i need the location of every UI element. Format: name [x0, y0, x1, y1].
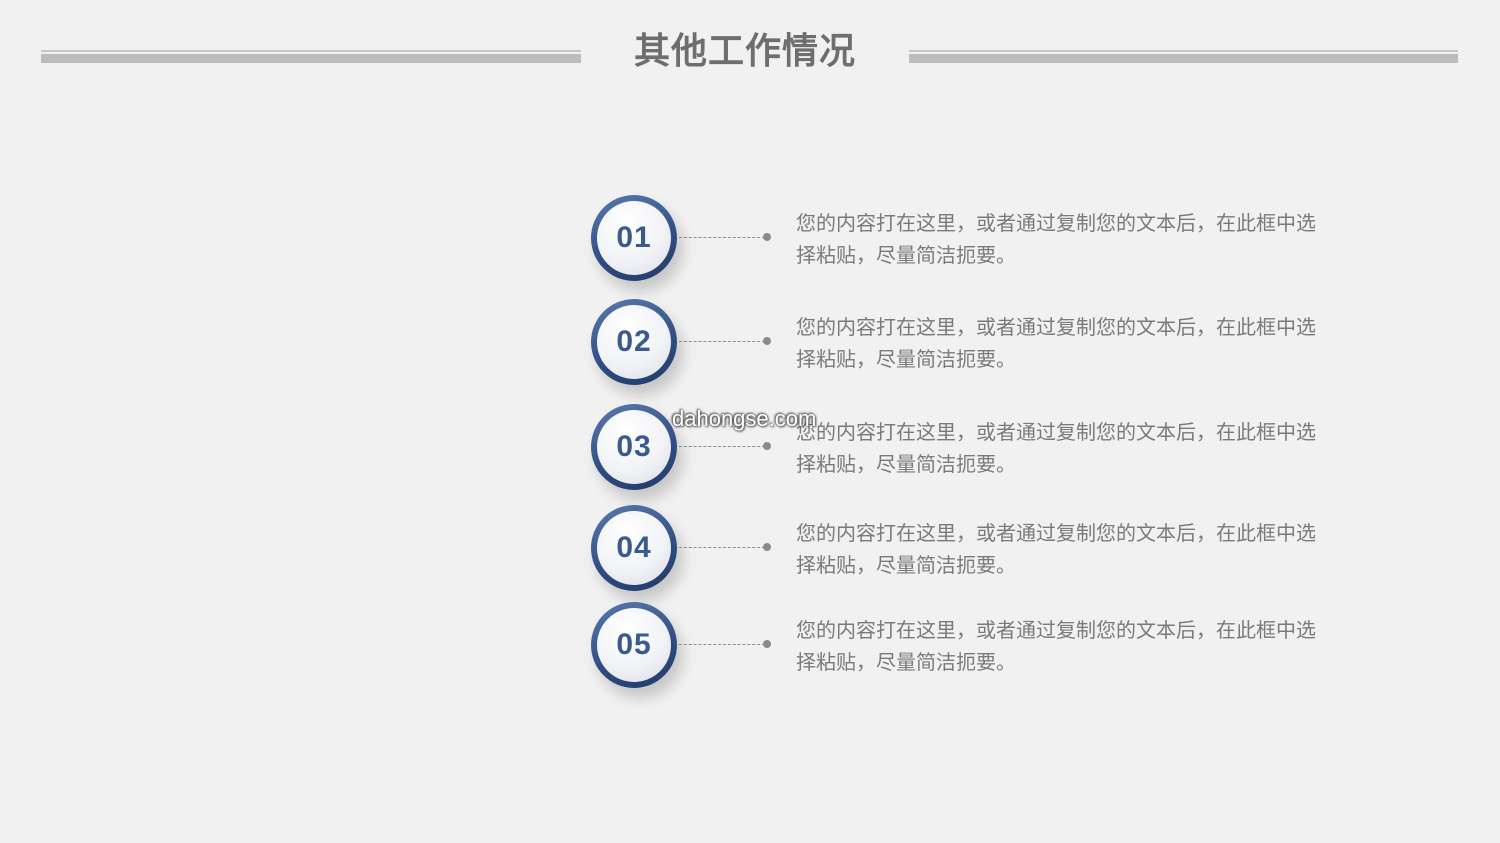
number-badge-inner: 01 [597, 201, 671, 275]
item-description: 您的内容打在这里，或者通过复制您的文本后，在此框中选择粘贴，尽量简洁扼要。 [796, 521, 1316, 577]
title-rule-thick [909, 54, 1458, 63]
dashed-connector [679, 237, 765, 238]
list-item-01: 01 您的内容打在这里，或者通过复制您的文本后，在此框中选择粘贴，尽量简洁扼要。 [591, 195, 1351, 285]
connector-dot [763, 543, 771, 551]
title-rule-thick [41, 54, 581, 63]
title-rule-thin [41, 50, 581, 52]
watermark-text: dahongse.com [672, 406, 817, 431]
list-item-02: 02 您的内容打在这里，或者通过复制您的文本后，在此框中选择粘贴，尽量简洁扼要。 [591, 299, 1351, 389]
dashed-connector [679, 547, 765, 548]
connector-dot [763, 640, 771, 648]
dashed-connector [679, 446, 765, 447]
list-item-05: 05 您的内容打在这里，或者通过复制您的文本后，在此框中选择粘贴，尽量简洁扼要。 [591, 602, 1351, 692]
number-badge-inner: 02 [597, 305, 671, 379]
number-badge: 01 [591, 195, 677, 281]
number-badge: 04 [591, 505, 677, 591]
list-item-04: 04 您的内容打在这里，或者通过复制您的文本后，在此框中选择粘贴，尽量简洁扼要。 [591, 505, 1351, 595]
badge-number: 02 [616, 325, 652, 358]
title-decoration-right [909, 50, 1458, 64]
number-badge-inner: 04 [597, 511, 671, 585]
title-rule-thin [909, 50, 1458, 52]
item-description: 您的内容打在这里，或者通过复制您的文本后，在此框中选择粘贴，尽量简洁扼要。 [796, 618, 1316, 674]
badge-number: 04 [616, 531, 652, 564]
connector-dot [763, 337, 771, 345]
badge-number: 01 [616, 221, 652, 254]
item-description: 您的内容打在这里，或者通过复制您的文本后，在此框中选择粘贴，尽量简洁扼要。 [796, 420, 1316, 476]
number-badge: 02 [591, 299, 677, 385]
title-decoration-left [41, 50, 581, 64]
dashed-connector [679, 644, 765, 645]
item-description: 您的内容打在这里，或者通过复制您的文本后，在此框中选择粘贴，尽量简洁扼要。 [796, 211, 1316, 267]
dashed-connector [679, 341, 765, 342]
list-item-03: 03 您的内容打在这里，或者通过复制您的文本后，在此框中选择粘贴，尽量简洁扼要。 [591, 404, 1351, 494]
page-title: 其他工作情况 [633, 31, 856, 72]
badge-number: 03 [616, 430, 652, 463]
item-description: 您的内容打在这里，或者通过复制您的文本后，在此框中选择粘贴，尽量简洁扼要。 [796, 315, 1316, 371]
number-badge: 05 [591, 602, 677, 688]
badge-number: 05 [616, 628, 652, 661]
connector-dot [763, 442, 771, 450]
connector-dot [763, 233, 771, 241]
number-badge-inner: 03 [597, 410, 671, 484]
number-badge-inner: 05 [597, 608, 671, 682]
number-badge: 03 [591, 404, 677, 490]
